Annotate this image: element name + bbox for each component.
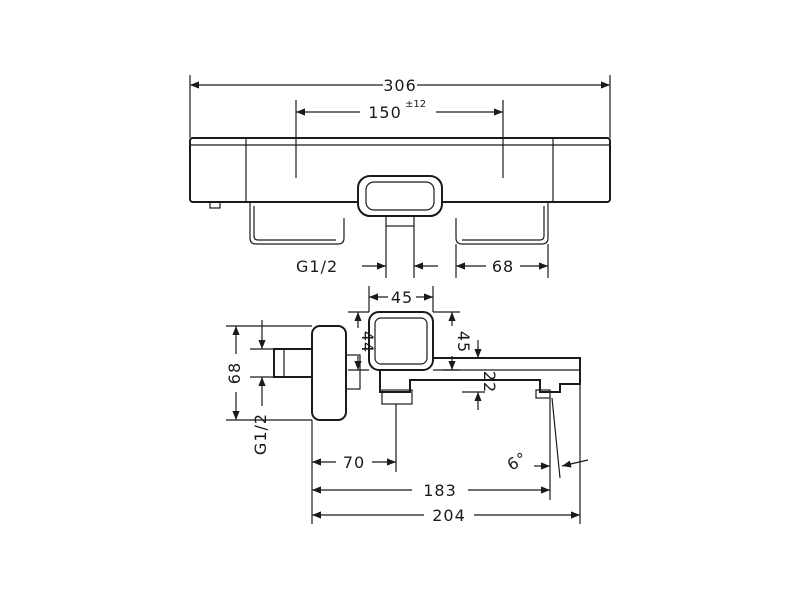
dim-45v-label: 45 — [454, 331, 473, 353]
right-union — [455, 202, 549, 245]
dim-68-side-label: 68 — [225, 362, 244, 384]
dim-204-label: 204 — [432, 506, 466, 525]
side-view: 45 44 45 22 68 G1/2 — [225, 286, 589, 525]
dim-angle-label: 6° — [504, 448, 531, 475]
dim-183-label: 183 — [423, 481, 457, 500]
spout-neck — [385, 215, 415, 227]
dim-70-label: 70 — [343, 453, 365, 472]
dim-150-label: 150 — [368, 103, 402, 122]
left-union-inner — [253, 206, 336, 241]
outlet — [535, 389, 551, 399]
left-union — [249, 202, 345, 245]
dim-g12-top-label: G1/2 — [296, 257, 338, 276]
left-nub — [209, 201, 221, 209]
dim-22-label: 22 — [480, 371, 499, 393]
top-view: 306 150 ±12 G1/2 68 — [189, 75, 611, 278]
spout-head-side — [368, 311, 434, 371]
body-neck — [345, 354, 361, 390]
dim-44-label: 44 — [358, 331, 377, 353]
angle-arrow-right — [561, 459, 589, 468]
wall-connector — [273, 348, 313, 378]
dim-150-tolerance: ±12 — [405, 99, 426, 110]
valve-under — [381, 389, 413, 405]
dim-306-label: 306 — [383, 76, 417, 95]
dim-68-top-label: 68 — [492, 257, 514, 276]
body-disc-side — [311, 325, 347, 421]
angle-line — [551, 397, 561, 479]
dim-45h-label: 45 — [391, 288, 413, 307]
spout-head-inner — [365, 181, 435, 211]
dim-g12-side-label: G1/2 — [251, 413, 270, 455]
spout-arm — [379, 357, 581, 393]
spout-head-side-inner — [374, 317, 428, 365]
right-union-inner — [462, 206, 545, 241]
